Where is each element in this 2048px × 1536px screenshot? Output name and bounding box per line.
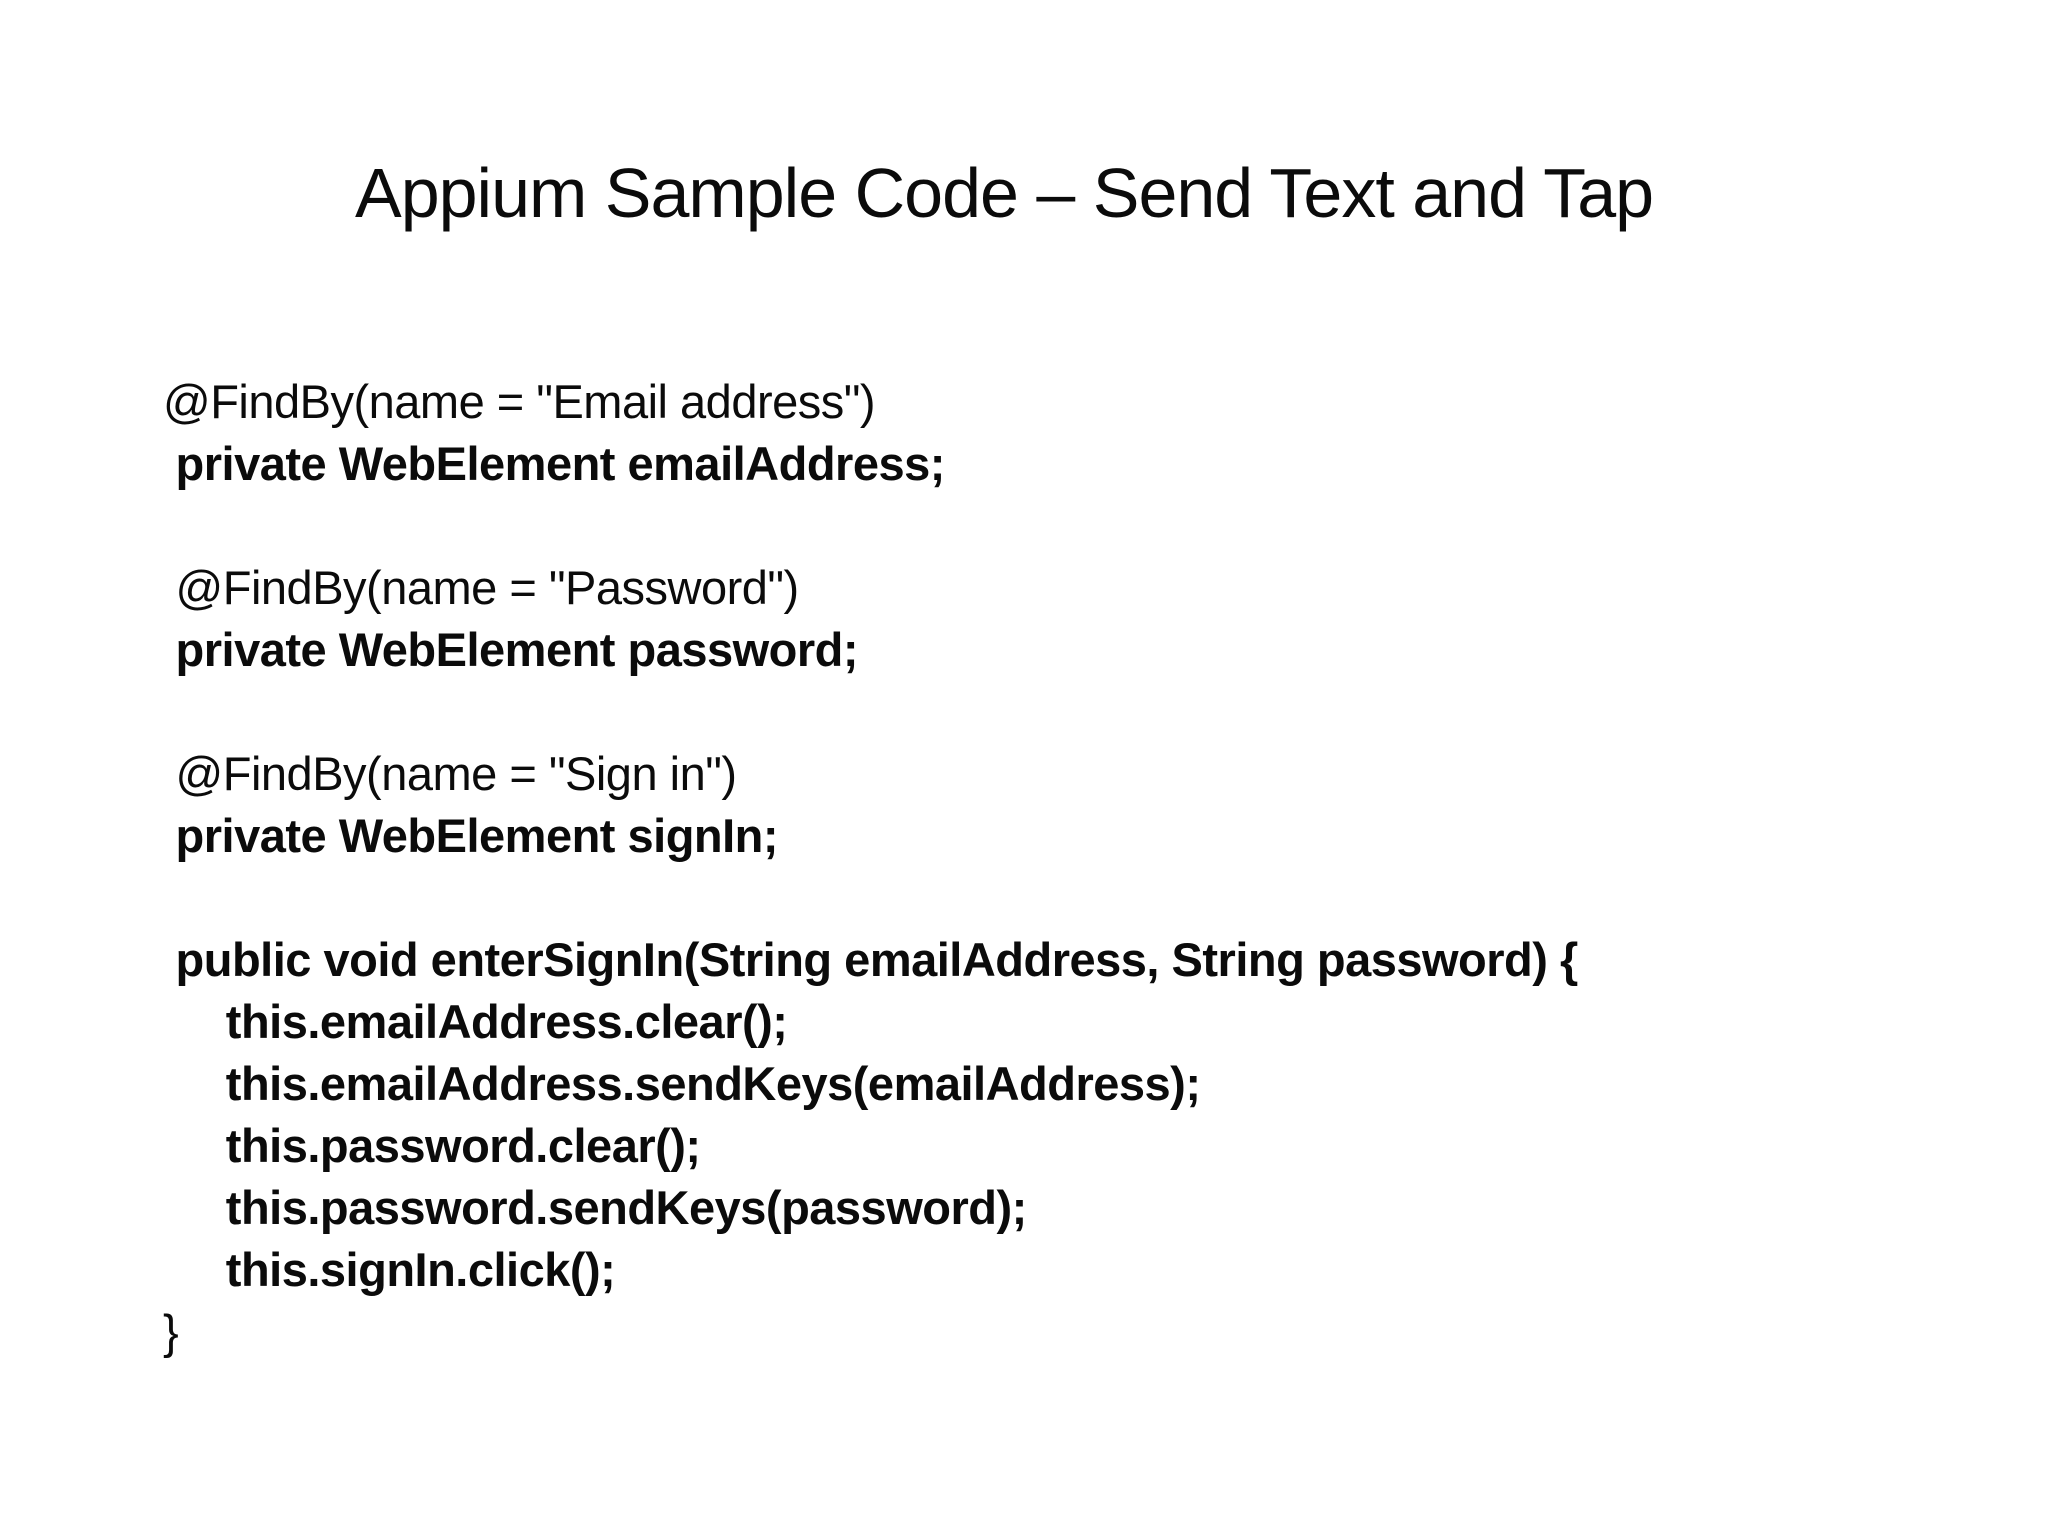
- code-line: }: [163, 1305, 179, 1358]
- code-line: @FindBy(name = "Password"): [163, 561, 800, 614]
- code-line: this.signIn.click();: [163, 1243, 616, 1296]
- code-line: public void enterSignIn(String emailAddr…: [163, 933, 1579, 986]
- code-block: @FindBy(name = "Email address") private …: [163, 371, 1578, 1363]
- code-line: [163, 495, 1578, 557]
- code-line: this.password.clear();: [163, 1119, 701, 1172]
- code-line: private WebElement emailAddress;: [163, 437, 946, 490]
- code-line: @FindBy(name = "Sign in"): [163, 747, 738, 800]
- slide-title: Appium Sample Code – Send Text and Tap: [355, 154, 1654, 232]
- code-line: private WebElement password;: [163, 623, 859, 676]
- code-line: @FindBy(name = "Email address"): [163, 375, 876, 428]
- code-line: [163, 867, 1578, 929]
- code-line: this.emailAddress.sendKeys(emailAddress)…: [163, 1057, 1201, 1110]
- code-line: private WebElement signIn;: [163, 809, 779, 862]
- code-line: [163, 681, 1578, 743]
- code-line: this.emailAddress.clear();: [163, 995, 788, 1048]
- code-line: this.password.sendKeys(password);: [163, 1181, 1027, 1234]
